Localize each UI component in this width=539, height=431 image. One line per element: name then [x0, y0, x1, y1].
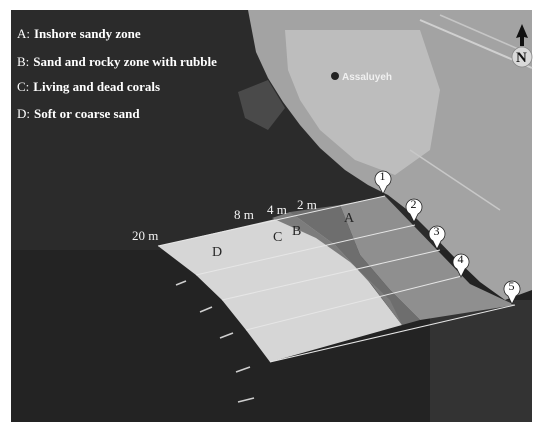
road	[409, 149, 501, 211]
svg-text:5: 5	[509, 279, 515, 293]
zone-a-area	[340, 196, 515, 320]
zone-label-a: A	[344, 211, 355, 226]
town-area	[285, 30, 440, 175]
transect-pin-5: 5	[503, 279, 521, 305]
north-label: N	[516, 50, 527, 66]
shadow-block	[430, 300, 532, 422]
zone-c-area	[272, 212, 402, 325]
zone-label-c: C	[273, 230, 282, 245]
transect-pin-1: 1	[374, 169, 392, 195]
svg-text:4: 4	[458, 252, 464, 266]
transect-pin-2: 2	[405, 197, 423, 223]
lagoon	[238, 80, 285, 130]
edge-ticks	[175, 280, 255, 403]
depth-label-4m: 4 m	[267, 202, 287, 217]
legend-item-a: A:Inshore sandy zone	[17, 26, 141, 41]
transect-pin-3: 3	[428, 224, 446, 250]
depth-label-20m: 20 m	[132, 228, 158, 243]
town-marker	[331, 72, 339, 80]
legend-item-d: D:Soft or coarse sand	[17, 106, 140, 121]
svg-text:2: 2	[411, 197, 417, 211]
depth-label-8m: 8 m	[234, 207, 254, 222]
svg-text:3: 3	[434, 224, 440, 238]
depth-label-2m: 2 m	[297, 197, 317, 212]
svg-text:1: 1	[380, 169, 386, 183]
zone-label-d: D	[212, 245, 222, 260]
north-arrow: N	[511, 24, 533, 68]
transect-lines	[157, 195, 516, 363]
legend-item-b: B:Sand and rocky zone with rubble	[17, 54, 217, 69]
transect-pin-4: 4	[452, 252, 470, 278]
zone-label-b: B	[292, 224, 301, 239]
town-label: Assaluyeh	[342, 72, 392, 83]
legend-item-c: C:Living and dead corals	[17, 79, 160, 94]
legend: A:Inshore sandy zone B:Sand and rocky zo…	[17, 26, 217, 121]
north-arrow-icon	[516, 24, 528, 46]
